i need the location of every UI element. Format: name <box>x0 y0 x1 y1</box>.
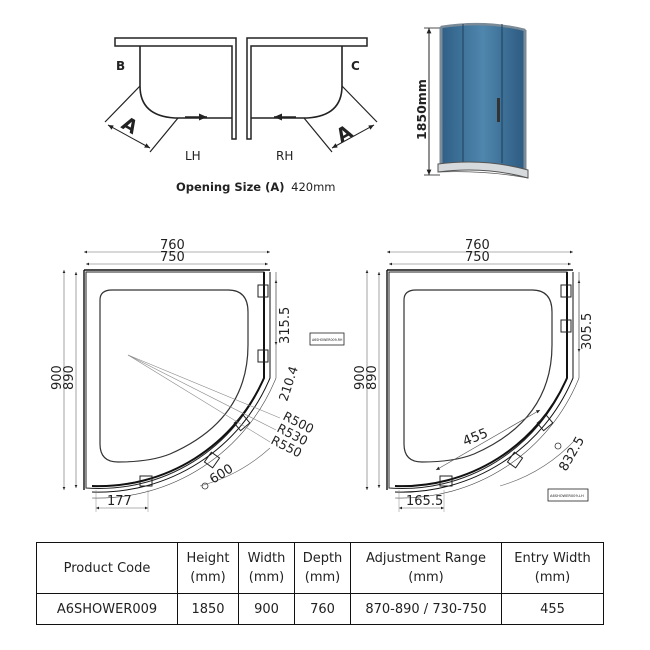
left-spec-tag: A6SHOWER009-RH <box>312 338 343 342</box>
header-entry-width: Entry Width(mm) <box>501 542 604 594</box>
left-diagonal: 600 <box>207 462 236 488</box>
table-header-row: Product Code Height(mm) Width(mm) Depth(… <box>36 542 604 594</box>
header-height: Height(mm) <box>177 542 239 594</box>
left-straight-length: 315.5 <box>278 307 293 344</box>
plan-left-hand-label: LH <box>185 149 201 163</box>
plan-right-width-label: A <box>333 121 357 148</box>
technical-drawing: B A LH C A RH Opening Size (A) 420mm 185… <box>50 22 595 512</box>
right-straight-length: 305.5 <box>580 313 595 350</box>
left-inner-depth: 890 <box>62 365 77 390</box>
right-inner-depth: 890 <box>365 365 380 390</box>
plan-left-width-label: A <box>118 112 142 139</box>
plan-right: C A RH <box>246 37 378 163</box>
plan-right-hand-label: RH <box>276 149 293 163</box>
left-dimension-drawing: 760 750 900 890 R500 R530 R550 315.5 210… <box>50 238 345 512</box>
right-inner-width: 750 <box>465 250 490 265</box>
right-outer-depth: 900 <box>353 365 368 390</box>
left-bottom-offset: 177 <box>107 494 132 509</box>
header-depth: Depth(mm) <box>294 542 351 594</box>
elevation-height-label: 1850mm <box>414 79 429 140</box>
product-spec-table: Product Code Height(mm) Width(mm) Depth(… <box>36 542 604 625</box>
enclosure-elevation: 1850mm <box>414 22 529 179</box>
right-dimension-drawing: 760 750 900 890 305.5 455 832.5 165.5 <box>353 238 595 512</box>
cell-depth: 760 <box>294 593 351 625</box>
right-diagonal: 832.5 <box>556 434 588 474</box>
opening-size-caption: Opening Size (A) 420mm <box>176 180 336 194</box>
left-outer-width: 760 <box>160 238 185 253</box>
cell-entry-width: 455 <box>501 593 604 625</box>
left-outer-depth: 900 <box>50 365 65 390</box>
right-bottom-offset: 165.5 <box>406 494 443 509</box>
opening-size-value: 420mm <box>291 180 335 194</box>
plan-right-corner-label: C <box>351 59 360 73</box>
cell-height: 1850 <box>177 593 239 625</box>
left-radius-offset: 210.4 <box>276 364 301 403</box>
door-handle-icon <box>497 98 500 122</box>
cell-width: 900 <box>238 593 295 625</box>
right-spec-tag: A6SHOWER009-LH <box>550 494 584 498</box>
plan-left-corner-label: B <box>116 59 125 73</box>
cell-adjustment-range: 870-890 / 730-750 <box>350 593 502 625</box>
header-adjustment-range: Adjustment Range(mm) <box>350 542 502 594</box>
plan-left: B A LH <box>104 37 237 163</box>
table-row: A6SHOWER009 1850 900 760 870-890 / 730-7… <box>36 593 604 625</box>
cell-product-code: A6SHOWER009 <box>36 593 178 625</box>
right-outer-width: 760 <box>465 238 490 253</box>
left-inner-width: 750 <box>160 250 185 265</box>
header-width: Width(mm) <box>238 542 295 594</box>
opening-size-label: Opening Size (A) <box>176 180 285 194</box>
header-product-code: Product Code <box>36 542 178 594</box>
